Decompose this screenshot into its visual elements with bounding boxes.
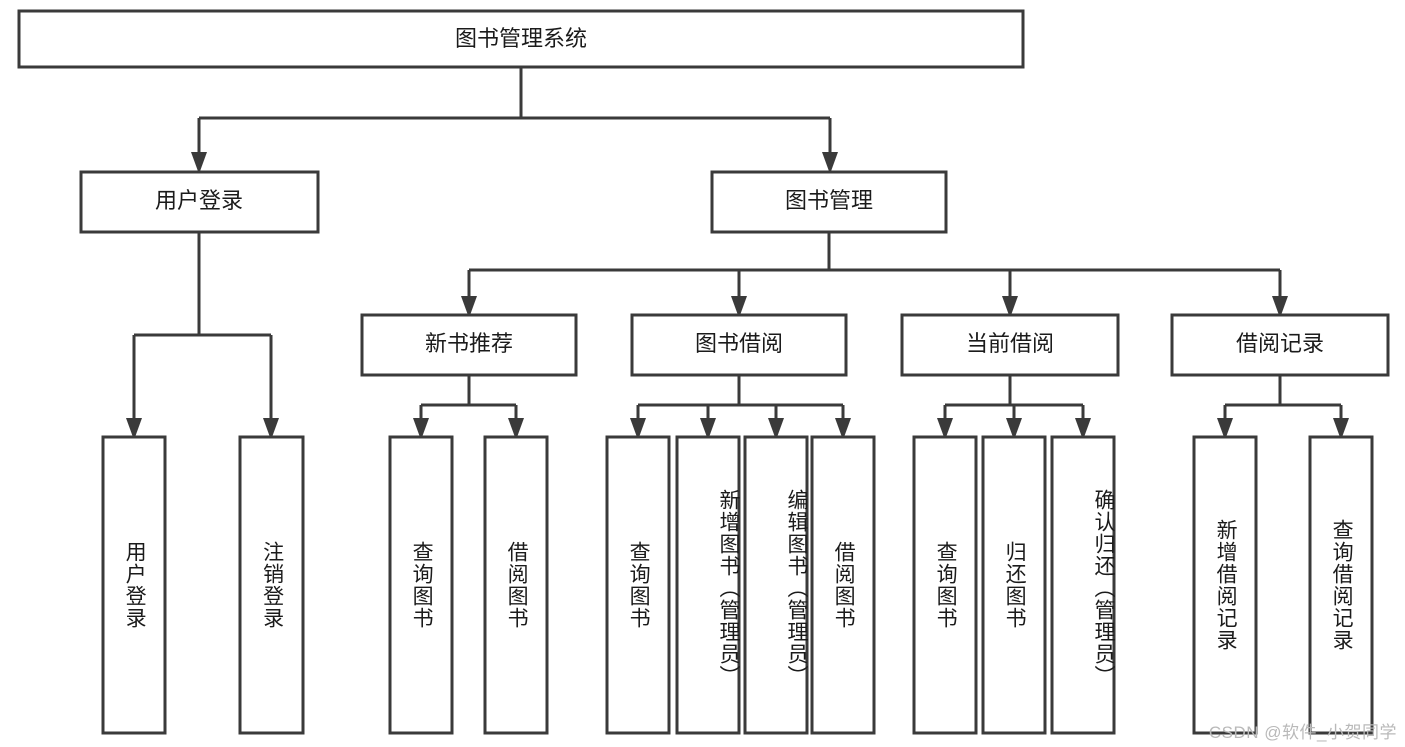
node-leaf-query-book-c[interactable] [912, 435, 978, 735]
node-book-borrow[interactable] [630, 313, 848, 377]
node-book-manage-label: 图书管理 [785, 188, 873, 213]
node-borrow-record[interactable] [1170, 313, 1390, 377]
node-leaf-borrow-book-a-label: 借阅图书 [505, 541, 529, 629]
node-current-borrow[interactable] [900, 313, 1120, 377]
node-leaf-user-login[interactable] [101, 435, 167, 735]
edge-borrowrecord-to-leaves [1217, 375, 1349, 440]
node-leaf-query-record[interactable] [1308, 435, 1374, 735]
node-leaf-query-book-b[interactable] [605, 435, 671, 735]
node-new-book-rec-label: 新书推荐 [425, 331, 513, 356]
edge-newbook-to-leaves [413, 375, 524, 440]
node-leaf-add-record[interactable] [1192, 435, 1258, 735]
node-leaf-confirm-return[interactable] [1050, 435, 1116, 735]
node-leaf-edit-book[interactable] [743, 435, 809, 735]
node-leaf-add-record-label: 新增借阅记录 [1214, 519, 1238, 651]
edge-userlogin-to-leaves [126, 232, 279, 440]
node-new-book-rec[interactable] [360, 313, 578, 377]
node-leaf-query-book-b-label: 查询图书 [627, 541, 651, 629]
node-current-borrow-label: 当前借阅 [966, 331, 1054, 356]
node-leaf-borrow-book-b[interactable] [810, 435, 876, 735]
edge-bookmanage-to-level3 [461, 232, 1288, 318]
node-leaf-return-book-label: 归还图书 [1003, 541, 1027, 629]
node-user-login[interactable] [79, 170, 320, 234]
node-leaf-return-book[interactable] [981, 435, 1047, 735]
node-borrow-record-label: 借阅记录 [1236, 331, 1324, 356]
node-leaf-user-login-label: 用户登录 [123, 541, 147, 629]
node-leaf-query-book-c-label: 查询图书 [934, 541, 958, 629]
edge-bookborrow-to-leaves [630, 375, 851, 440]
node-leaf-query-record-label: 查询借阅记录 [1330, 519, 1354, 651]
node-leaf-edit-book-label: 编辑图书（管理员） [785, 489, 808, 687]
csdn-watermark: CSDN @软件_小贺同学 [1208, 723, 1397, 742]
node-leaf-borrow-book-b-label: 借阅图书 [832, 541, 856, 629]
node-user-login-label: 用户登录 [155, 188, 243, 213]
node-leaf-logout[interactable] [238, 435, 305, 735]
edge-root-to-level2 [191, 67, 838, 174]
node-root-label: 图书管理系统 [455, 26, 587, 51]
node-root[interactable] [17, 9, 1025, 69]
node-leaf-query-book-a[interactable] [388, 435, 454, 735]
edge-currentborrow-to-leaves [937, 375, 1091, 440]
node-leaf-logout-label: 注销登录 [260, 541, 284, 629]
node-leaf-confirm-return-label: 确认归还（管理员） [1092, 489, 1115, 687]
node-leaf-borrow-book-a[interactable] [483, 435, 549, 735]
node-leaf-query-book-a-label: 查询图书 [410, 541, 434, 629]
node-leaf-add-book-label: 新增图书（管理员） [717, 489, 740, 687]
node-book-manage[interactable] [710, 170, 948, 234]
node-book-borrow-label: 图书借阅 [695, 331, 783, 356]
node-leaf-add-book[interactable] [675, 435, 741, 735]
